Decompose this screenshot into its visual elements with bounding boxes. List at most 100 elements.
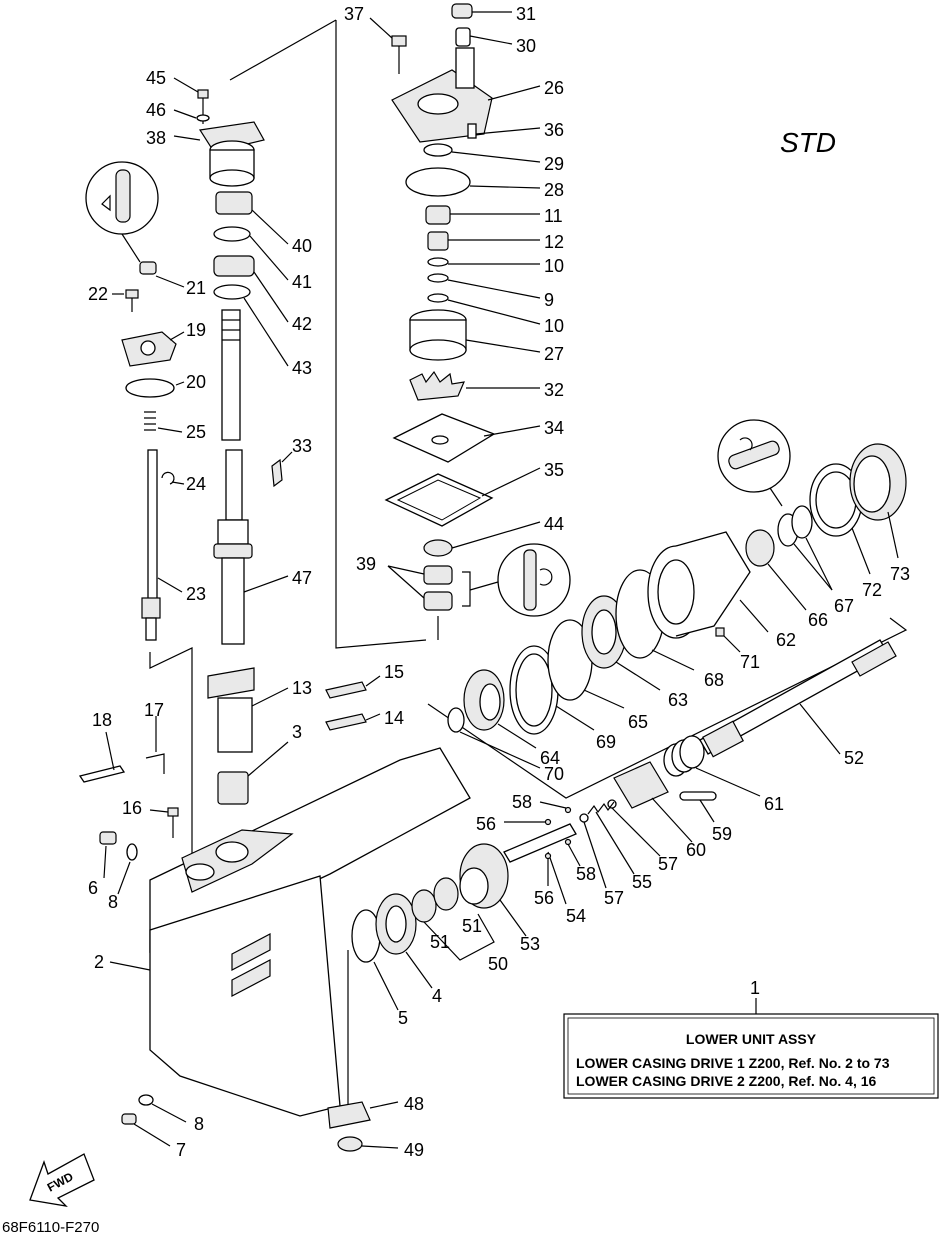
callout-51b: 51 bbox=[462, 916, 482, 936]
callout-71: 71 bbox=[740, 652, 760, 672]
part-14-key bbox=[325, 713, 381, 731]
callout-17: 17 bbox=[144, 700, 164, 720]
callout-62: 62 bbox=[776, 630, 796, 650]
assembly-info-box: 1 LOWER UNIT ASSY LOWER CASING DRIVE 1 Z… bbox=[563, 978, 939, 1099]
part-10-washer-a bbox=[427, 257, 540, 267]
part-71-key bbox=[715, 627, 741, 653]
assembly-title: LOWER UNIT ASSY bbox=[686, 1031, 817, 1047]
part-52-propeller-shaft bbox=[699, 639, 897, 758]
callout-18: 18 bbox=[92, 710, 112, 730]
part-3-bearing bbox=[217, 741, 289, 805]
callout-4: 4 bbox=[432, 986, 442, 1006]
assembly-line-2: LOWER CASING DRIVE 2 Z200, Ref. No. 4, 1… bbox=[576, 1073, 877, 1089]
callout-19: 19 bbox=[186, 320, 206, 340]
callout-67: 67 bbox=[834, 596, 854, 616]
part-39-bearings bbox=[387, 565, 499, 611]
part-12-seal bbox=[427, 231, 540, 251]
part-43-oring bbox=[213, 284, 289, 367]
callout-50: 50 bbox=[488, 954, 508, 974]
frame-line-left bbox=[149, 647, 193, 862]
part-58-balls bbox=[539, 801, 581, 867]
part-69-shim bbox=[509, 645, 595, 735]
callout-42: 42 bbox=[292, 314, 312, 334]
callout-65: 65 bbox=[628, 712, 648, 732]
callout-25: 25 bbox=[186, 422, 206, 442]
callout-30: 30 bbox=[516, 36, 536, 56]
callout-34: 34 bbox=[544, 418, 564, 438]
part-21-bushing bbox=[139, 261, 185, 288]
callout-36: 36 bbox=[544, 120, 564, 140]
part-26-pump-housing bbox=[391, 47, 541, 143]
part-41-shim bbox=[213, 226, 289, 281]
callout-2: 2 bbox=[94, 952, 104, 972]
callout-31: 31 bbox=[516, 4, 536, 24]
part-drive-shaft-upper bbox=[221, 309, 241, 441]
part-29-oring bbox=[423, 143, 541, 163]
part-8-washer-lower bbox=[138, 1094, 187, 1123]
part-31-grommet bbox=[451, 3, 512, 19]
callout-38: 38 bbox=[146, 128, 166, 148]
part-40-bearing bbox=[215, 191, 289, 245]
part-47-drive-shaft bbox=[213, 449, 289, 645]
part-59-pin bbox=[679, 791, 717, 823]
callout-35: 35 bbox=[544, 460, 564, 480]
part-70-shim bbox=[447, 707, 541, 769]
callout-47: 47 bbox=[292, 568, 312, 588]
part-20-oring bbox=[125, 378, 185, 398]
assembly-line-1: LOWER CASING DRIVE 1 Z200, Ref. No. 2 to… bbox=[576, 1055, 890, 1071]
callout-41: 41 bbox=[292, 272, 312, 292]
part-38-bearing-housing bbox=[173, 121, 265, 187]
part-72-ring bbox=[809, 463, 871, 575]
callout-52: 52 bbox=[844, 748, 864, 768]
part-32-impeller bbox=[409, 370, 540, 401]
callout-39: 39 bbox=[356, 554, 376, 574]
part-54-plunger bbox=[503, 823, 577, 905]
callout-68: 68 bbox=[704, 670, 724, 690]
part-22-bolt bbox=[112, 289, 139, 312]
callout-8a: 8 bbox=[108, 892, 118, 912]
part-51-bearing-b bbox=[423, 877, 495, 961]
callout-51a: 51 bbox=[430, 932, 450, 952]
callout-27: 27 bbox=[544, 344, 564, 364]
callout-58a: 58 bbox=[512, 792, 532, 812]
callout-61: 61 bbox=[764, 794, 784, 814]
callout-29: 29 bbox=[544, 154, 564, 174]
callout-73: 73 bbox=[890, 564, 910, 584]
callout-20: 20 bbox=[186, 372, 206, 392]
part-7-screw bbox=[121, 1113, 171, 1147]
part-37-bolt bbox=[369, 17, 407, 74]
callout-60: 60 bbox=[686, 840, 706, 860]
callout-14: 14 bbox=[384, 708, 404, 728]
callout-10b: 10 bbox=[544, 316, 564, 336]
callout-21: 21 bbox=[186, 278, 206, 298]
part-64-reverse-gear bbox=[463, 669, 537, 749]
part-9-washer bbox=[427, 273, 541, 299]
part-57-ring bbox=[579, 799, 661, 889]
drawing-code: 68F6110-F270 bbox=[2, 1219, 99, 1236]
part-5-shim bbox=[351, 909, 399, 1011]
part-36-pin bbox=[467, 123, 541, 139]
callout-56b: 56 bbox=[534, 888, 554, 908]
callout-48: 48 bbox=[404, 1094, 424, 1114]
callout-70: 70 bbox=[544, 764, 564, 784]
callout-12: 12 bbox=[544, 232, 564, 252]
part-33-key bbox=[271, 451, 293, 488]
part-18-bolt bbox=[78, 731, 126, 783]
part-8-washer-upper bbox=[117, 843, 138, 895]
callout-32: 32 bbox=[544, 380, 564, 400]
callout-8b: 8 bbox=[194, 1114, 204, 1134]
part-10-washer-b bbox=[427, 293, 541, 325]
part-17-pin bbox=[145, 716, 165, 774]
part-15-key bbox=[325, 675, 381, 699]
part-27-cartridge bbox=[409, 309, 541, 361]
callout-56a: 56 bbox=[476, 814, 496, 834]
frame-line-propshaft bbox=[427, 617, 908, 799]
part-13-sleeve bbox=[207, 667, 289, 753]
callout-58b: 58 bbox=[576, 864, 596, 884]
callout-37: 37 bbox=[344, 4, 364, 24]
callout-9: 9 bbox=[544, 290, 554, 310]
callout-3: 3 bbox=[292, 722, 302, 742]
callout-57b: 57 bbox=[658, 854, 678, 874]
callout-23: 23 bbox=[186, 584, 206, 604]
